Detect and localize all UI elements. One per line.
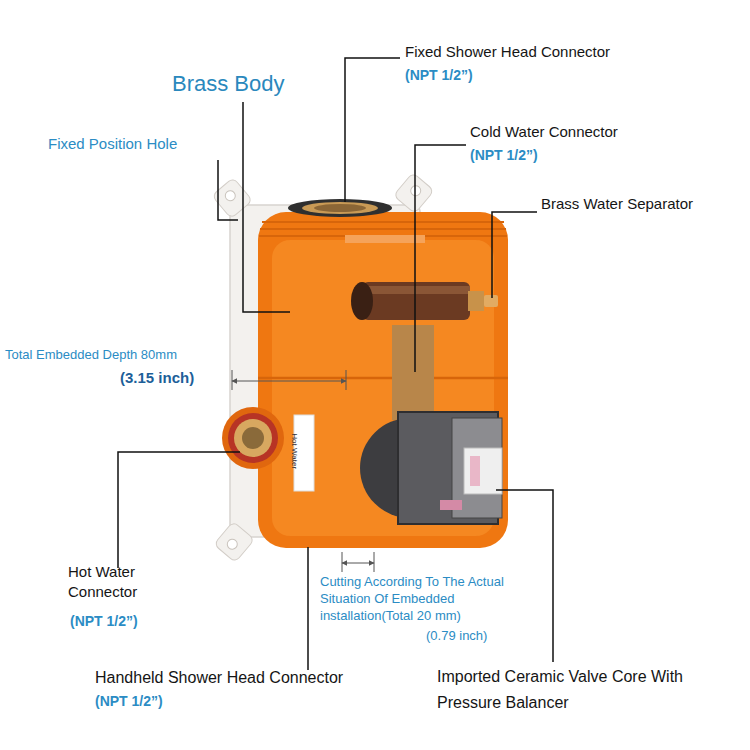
- part-name: Fixed Position Hole: [48, 134, 177, 154]
- valve-core: [360, 412, 502, 524]
- dimension-value: (3.15 inch): [120, 368, 194, 388]
- part-name: Fixed Shower Head Connector: [405, 42, 610, 62]
- part-name: Brass Body: [172, 70, 285, 99]
- dimension-value: (0.79 inch): [426, 628, 487, 645]
- sticker-text: Hot Water: [289, 433, 299, 469]
- water-separator: [351, 282, 498, 320]
- brass-pipe: [392, 325, 434, 420]
- dimension-lines: [232, 370, 374, 572]
- part-name: Imported Ceramic Valve Core With Pressur…: [437, 664, 687, 715]
- thread-spec: (NPT 1/2”): [470, 146, 538, 164]
- part-name: Hot Water Connector: [68, 562, 178, 601]
- thread-spec: (NPT 1/2”): [95, 692, 163, 710]
- hot-inlet: [222, 407, 284, 469]
- thread-spec: (NPT 1/2”): [70, 612, 138, 630]
- leader-lines: [118, 58, 553, 670]
- part-name: Handheld Shower Head Connector: [95, 668, 343, 689]
- part-name: Cold Water Connector: [470, 122, 618, 142]
- dimension-note: Total Embedded Depth 80mm: [5, 347, 177, 364]
- thread-spec: (NPT 1/2”): [405, 66, 473, 84]
- orange-housing: [258, 212, 508, 548]
- dimension-note: Cutting According To The Actual Situatio…: [320, 574, 545, 625]
- part-name: Brass Water Separator: [541, 194, 693, 214]
- top-connector: [288, 199, 392, 217]
